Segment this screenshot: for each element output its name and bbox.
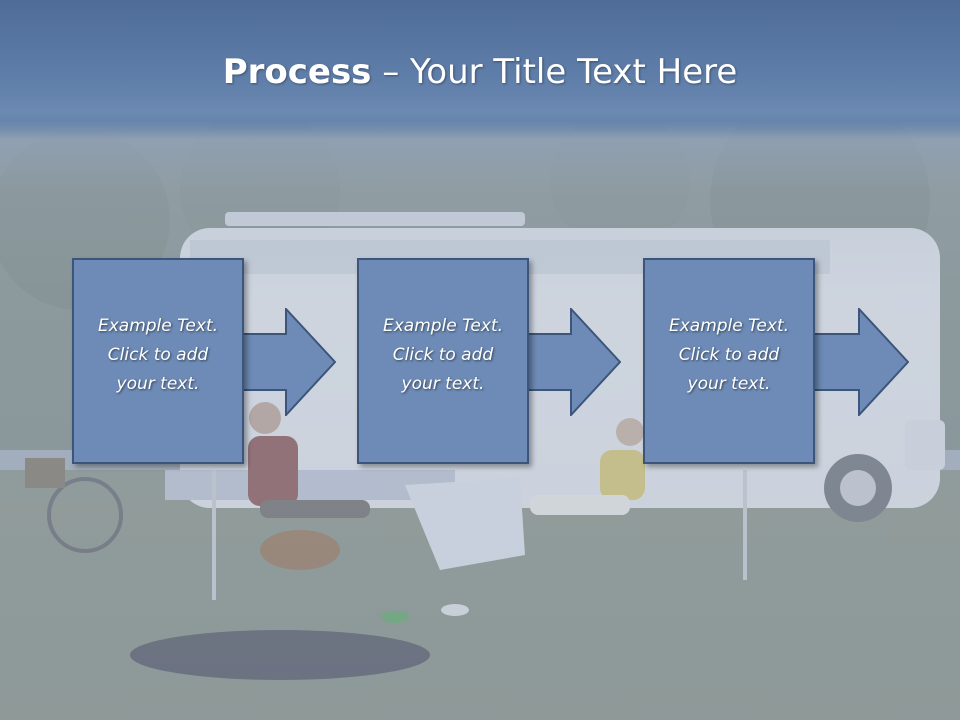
title-rest: – Your Title Text Here	[371, 52, 738, 92]
step-text: Example Text. Click to add your text.	[645, 312, 813, 399]
process-step-2[interactable]: Example Text. Click to add your text.	[357, 258, 529, 464]
step-text-line: your text.	[401, 374, 485, 394]
step-text-line: Click to add	[678, 345, 780, 365]
right-arrow-icon	[523, 308, 621, 416]
step-text: Example Text. Click to add your text.	[74, 312, 242, 399]
step-text-line: your text.	[116, 374, 200, 394]
step-text-line: Click to add	[392, 345, 494, 365]
step-text-line: Example Text.	[97, 316, 219, 336]
process-step-3[interactable]: Example Text. Click to add your text.	[643, 258, 815, 464]
title-band	[0, 0, 960, 132]
right-arrow-icon	[238, 308, 336, 416]
step-text-line: Example Text.	[382, 316, 504, 336]
step-text-line: Example Text.	[668, 316, 790, 336]
step-text: Example Text. Click to add your text.	[359, 312, 527, 399]
process-step-1[interactable]: Example Text. Click to add your text.	[72, 258, 244, 464]
slide-title[interactable]: Process – Your Title Text Here	[0, 52, 960, 92]
title-bold: Process	[222, 52, 372, 92]
right-arrow-icon	[811, 308, 909, 416]
step-text-line: Click to add	[107, 345, 209, 365]
step-text-line: your text.	[687, 374, 771, 394]
